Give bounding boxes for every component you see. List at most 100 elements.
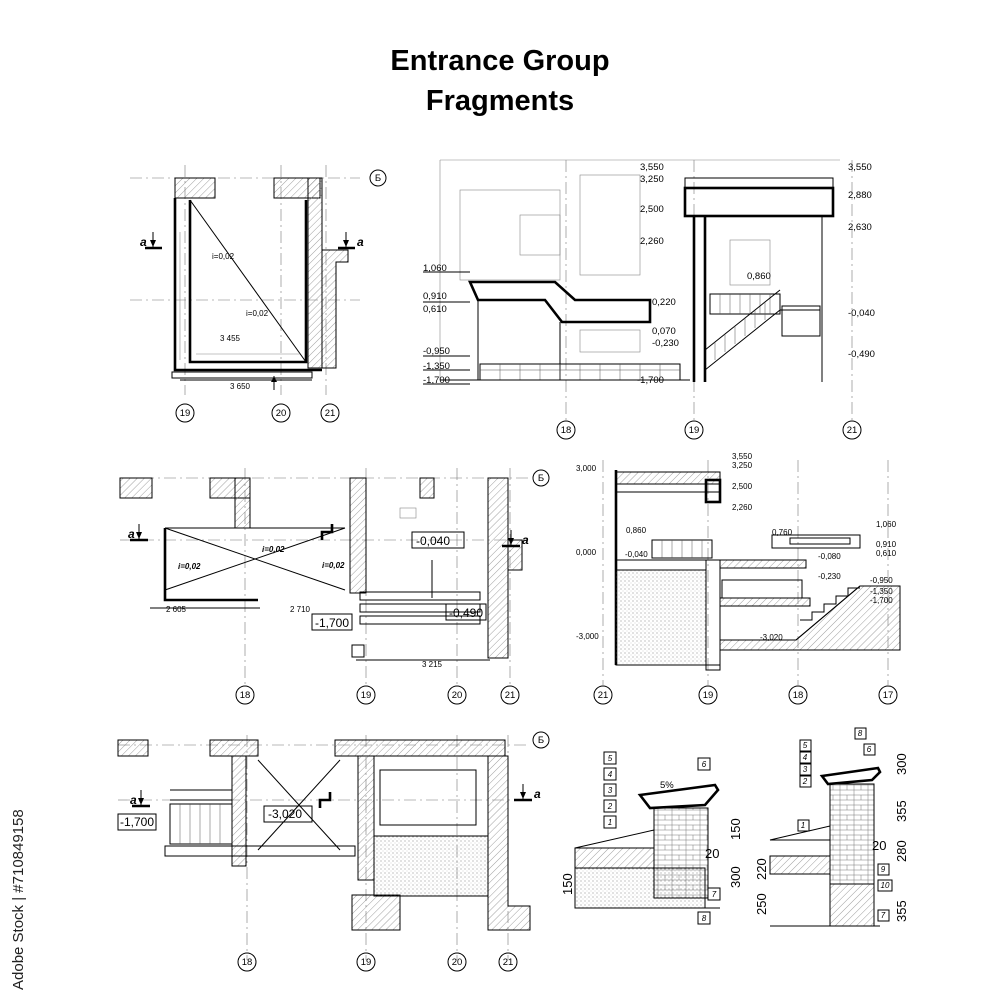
sect2-level-0860: 0,860 [626,526,647,535]
detail2-layer-7: 7 [881,911,886,920]
elev1-level-m0950: -0,950 [423,346,450,357]
sect2-level-top-3250: 3,250 [732,461,753,470]
sect2-level-top-2260: 2,260 [732,503,753,512]
plan2-axis-19: 19 [361,690,372,701]
detail1-layer-2: 2 [607,802,613,811]
elev1-level-right-2630: 2,630 [848,222,872,233]
plan2-row-axis: Б [538,473,544,484]
detail2-dim-220: 220 [754,858,769,880]
plan2-slope-1: i=0,02 [178,562,201,571]
elev1-level-m1350: -1,350 [423,361,450,372]
plan1-slope-2: i=0,02 [246,309,269,318]
plan3-level-m1700: -1,700 [120,815,154,829]
elev1-level-mid-0220: 0,220 [652,297,676,308]
sect2-level-0000: 0,000 [576,548,597,557]
plan1-slope-1: i=0,02 [212,252,235,261]
detail1-dim-150-bottom: 150 [560,873,575,895]
sect2-level-m0230: -0,230 [818,572,841,581]
detail1-slope: 5% [660,780,674,791]
section-fragment-2: 3,000 0,000 -3,000 3,550 3,250 2,500 2,2… [576,452,901,705]
elev1-level-right-3550: 3,550 [848,162,872,173]
elev1-axis-18: 18 [561,425,572,436]
elev1-level-right-m0490: -0,490 [848,349,875,360]
elev1-level-mid-m0230: -0,230 [652,338,679,349]
sect2-level-right-m0950: -0,950 [870,576,893,585]
detail2-layer-4: 4 [803,753,808,762]
sect2-axis-21: 21 [598,690,609,701]
sect2-level-top-3550: 3,550 [732,452,753,461]
plan3-row-axis: Б [538,735,544,746]
elev1-level-m1700: -1,700 [423,375,450,386]
elev1-axis-21: 21 [847,425,858,436]
elev1-level-mid-3550: 3,550 [640,162,664,173]
plan1-cut-mark-right: a [357,235,364,249]
sheet-title-line-2: Fragments [425,85,575,117]
elev1-level-mid-0860: 0,860 [747,271,771,282]
elev1-axis-19: 19 [689,425,700,436]
sheet-title-line-1: Entrance Group [390,45,610,77]
plan3-level-m3020: -3,020 [268,807,302,821]
plan2-cut-mark-right: a [522,533,529,547]
plan3-cut-mark-right: a [534,787,541,801]
sect2-level-m3020: -3,020 [760,633,783,642]
plan2-level-m0490: -0,490 [449,606,483,620]
detail2-layer-3: 3 [803,765,808,774]
detail1-layer-3: 3 [608,786,613,795]
sect2-level-0760: 0,760 [772,528,793,537]
plan-fragment-3: -3,020 -1,700 a a 18 19 20 21 Б [117,731,550,972]
plan2-cut-mark-left: a [128,527,135,541]
svg-text:3 650: 3 650 [230,382,251,391]
plan1-axis-21: 21 [325,408,336,419]
detail2-dim-355-top: 355 [894,800,909,822]
detail2-dim-250: 250 [754,893,769,915]
sect2-axis-18: 18 [793,690,804,701]
elev1-level-right-m0040: -0,040 [848,308,875,319]
plan3-axis-21: 21 [503,957,514,968]
sect2-axis-19: 19 [703,690,714,701]
plan1-cut-mark-left: a [140,235,147,249]
sect2-level-right-0910: 0,910 [876,540,897,549]
elev1-level-0610: 0,610 [423,304,447,315]
detail2-layer-6: 6 [867,745,872,754]
detail1-layer-4: 4 [608,770,613,779]
plan3-axis-20: 20 [452,957,463,968]
elevation-fragment-1: 1,060 0,910 0,610 -0,950 -1,350 -1,700 3… [423,159,875,440]
elev1-level-0910: 0,910 [423,291,447,302]
plan2-axis-18: 18 [240,690,251,701]
sect2-level-3000: 3,000 [576,464,597,473]
detail1-layer-5: 5 [608,754,613,763]
sect2-level-right-m1350: -1,350 [870,587,893,596]
svg-text:2 710: 2 710 [290,605,311,614]
plan3-axis-18: 18 [242,957,253,968]
detail2-dim-300: 300 [894,753,909,775]
construction-detail-1: 5 4 3 2 1 6 7 8 5% 150 20 300 150 [560,751,743,925]
detail1-layer-6: 6 [702,760,707,769]
detail1-dim-150-top: 150 [728,818,743,840]
svg-text:3 455: 3 455 [220,334,241,343]
plan2-level-m1700: -1,700 [315,616,349,630]
elev1-level-right-2880: 2,880 [848,190,872,201]
detail1-dim-300: 300 [728,866,743,888]
detail2-layer-2: 2 [802,777,808,786]
elev1-level-mid-0070: 0,070 [652,326,676,337]
detail2-dim-280: 280 [894,840,909,862]
sect2-level-m3000: -3,000 [576,632,599,641]
detail1-layer-1: 1 [608,818,612,827]
plan2-slope-2: i=0,02 [262,545,285,554]
sect2-level-top-2500: 2,500 [732,482,753,491]
plan-fragment-2: i=0,02 i=0,02 i=0,02 -0,040 -0,490 -1,70… [119,468,550,705]
plan2-level-m0040: -0,040 [416,534,450,548]
detail2-layer-10: 10 [881,881,890,890]
sect2-level-m0080: -0,080 [818,552,841,561]
plan2-axis-21: 21 [505,690,516,701]
elev1-level-mid-2260: 2,260 [640,236,664,247]
elev1-level-1060: 1,060 [423,263,447,274]
detail2-dim-20: 20 [872,838,886,853]
plan1-axis-19: 19 [180,408,191,419]
elev1-level-mid-3250: 3,250 [640,174,664,185]
sect2-level-right-1060: 1,060 [876,520,897,529]
svg-text:2 605: 2 605 [166,605,187,614]
plan2-slope-3: i=0,02 [322,561,345,570]
plan1-row-axis: Б [375,173,381,184]
construction-detail-2: 8 6 5 4 3 2 1 9 10 7 300 355 280 20 220 … [754,727,909,927]
